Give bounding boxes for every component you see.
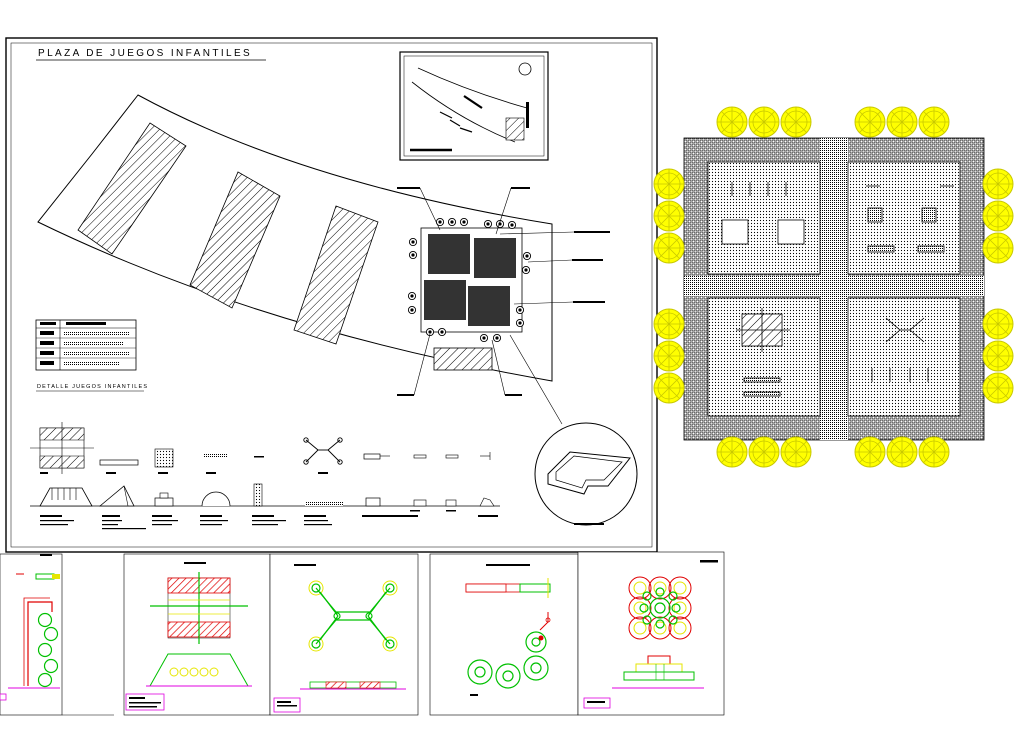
- legend-table: [35, 319, 137, 371]
- plaza-plan: [37, 94, 610, 425]
- detail-sheets: [0, 551, 725, 716]
- sheet-title: PLAZA DE JUEGOS INFANTILES: [38, 48, 252, 59]
- equipment-plans: [30, 422, 491, 474]
- detail-callout: [534, 422, 638, 526]
- detail-title: DETALLE JUEGOS INFANTILES: [37, 384, 148, 390]
- location-key-plan: [399, 51, 549, 161]
- main-sheet: PLAZA DE JUEGOS INFANTILES: [5, 37, 658, 553]
- equipment-elevations: [30, 483, 500, 530]
- site-plan-right: [653, 106, 1014, 468]
- north-arrow-icon: [518, 62, 532, 76]
